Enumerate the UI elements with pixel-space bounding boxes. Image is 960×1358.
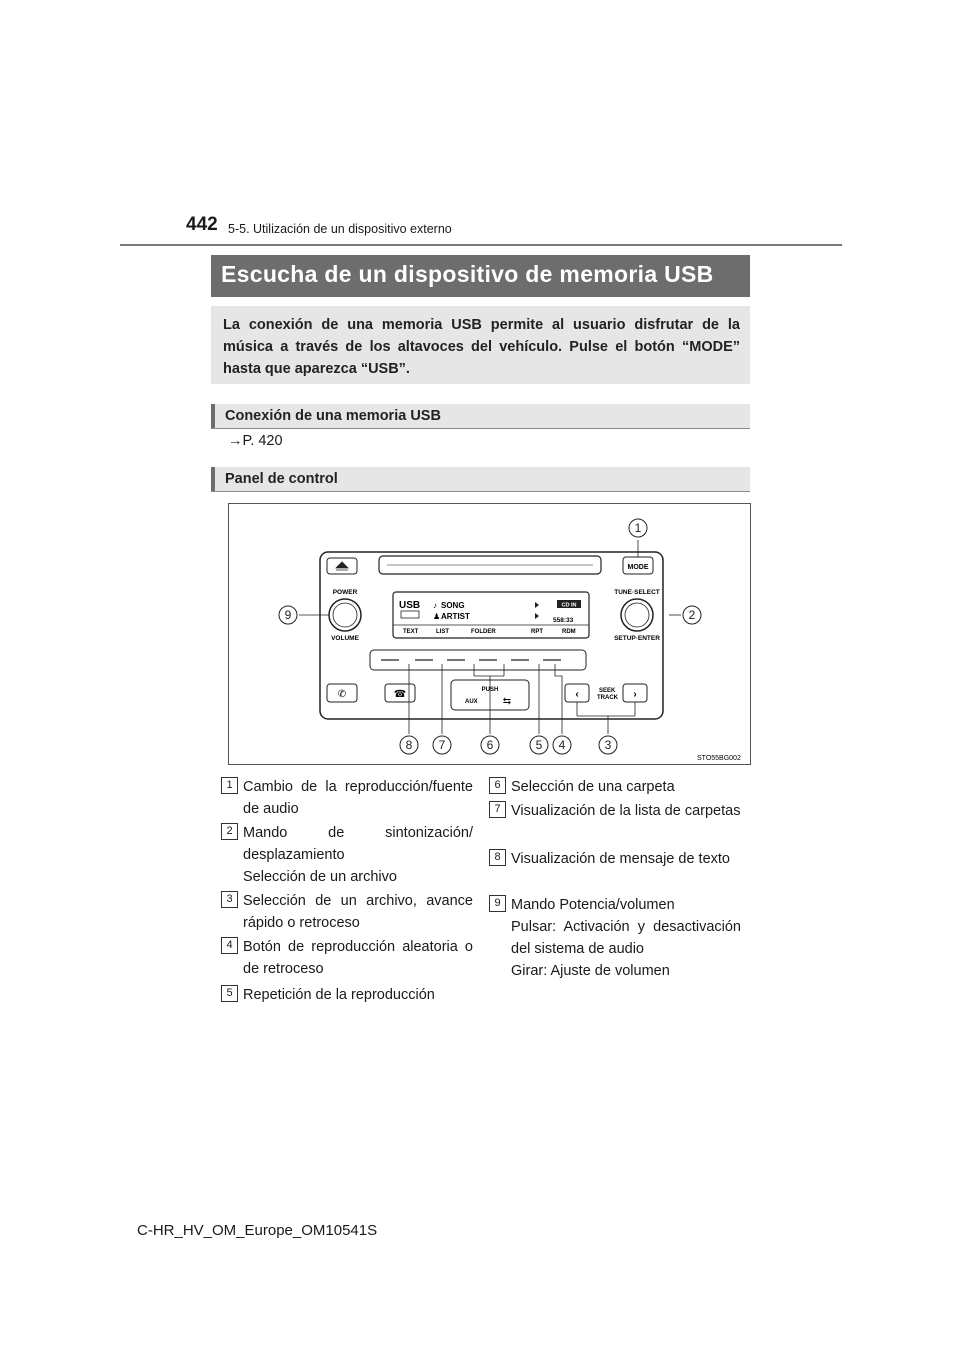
setup-enter-label: SETUP·ENTER: [614, 635, 660, 642]
page-title: Escucha de un dispositivo de memoria USB: [221, 261, 714, 287]
document-footer: C-HR_HV_OM_Europe_OM10541S: [137, 1222, 378, 1239]
softkey-bar: [369, 649, 587, 671]
legend-text: Mando Potencia/volumen Pulsar: Activació…: [511, 897, 741, 979]
display-rdm-tab: RDM: [562, 629, 576, 635]
svg-text:2: 2: [689, 608, 696, 622]
svg-text:8: 8: [406, 738, 413, 752]
leader-lines: [299, 540, 681, 734]
display-folder-tab: FOLDER: [471, 629, 496, 635]
display-list-tab: LIST: [436, 629, 449, 635]
display-artist: ARTIST: [441, 612, 470, 621]
section-title: 5-5. Utilización de un dispositivo exter…: [228, 222, 452, 236]
display-screen: [392, 591, 590, 639]
display-arrows: [535, 602, 539, 619]
svg-text:7: 7: [439, 738, 446, 752]
page-reference-link[interactable]: →P. 420: [228, 433, 283, 449]
display-song: SONG: [441, 601, 465, 610]
svg-text:6: 6: [487, 738, 494, 752]
subsection-heading-text: Conexión de una memoria USB: [225, 408, 441, 424]
legend-text: Repetición de la reproducción: [243, 987, 435, 1003]
callout-1: [628, 518, 648, 538]
usb-port-icon: ⇆: [503, 696, 511, 707]
callout-9: [278, 605, 298, 625]
legend-number: 6: [489, 777, 506, 794]
display-text-tab: TEXT: [403, 629, 419, 635]
callout-8: [399, 735, 419, 755]
phone-hangup-button: [384, 683, 416, 703]
callout-5: [529, 735, 549, 755]
hangup-icon: ☎: [394, 689, 406, 700]
legend-text: Selección de una carpeta: [511, 779, 675, 795]
legend-text: Botón de reproducción aleatoria o de ret…: [243, 939, 473, 977]
legend-number: 7: [489, 801, 506, 818]
svg-text:5: 5: [536, 738, 543, 752]
callout-7: [432, 735, 452, 755]
callout-2: [682, 605, 702, 625]
song-note-icon: ♪: [433, 601, 437, 610]
header-divider: [120, 244, 842, 246]
chevron-right-icon: ›: [633, 689, 636, 700]
legend-number: 1: [221, 777, 238, 794]
mode-label: MODE: [628, 564, 649, 571]
legend-text: Cambio de la reproducción/fuente de audi…: [243, 779, 473, 817]
phone-pickup-button: [326, 683, 358, 703]
legend-text: Visualización de mensaje de texto: [511, 851, 730, 867]
svg-text:1: 1: [635, 521, 642, 535]
control-panel-figure: MODE POWER VOLUME TUNE·SELECT SETUP·ENTE…: [228, 503, 751, 765]
callout-4: [552, 735, 572, 755]
callout-3: [598, 735, 618, 755]
legend-number: 3: [221, 891, 238, 908]
legend-number: 5: [221, 985, 238, 1002]
legend-text: Selección de un archivo, avance rápido o…: [243, 893, 473, 931]
artist-icon: ♟: [433, 612, 440, 621]
aux-label: AUX: [465, 699, 478, 705]
subsection-heading-usb-connection: Conexión de una memoria USB: [211, 404, 750, 429]
callout-6: [480, 735, 500, 755]
figure-code: STO55BG002: [697, 755, 741, 762]
page-number: 442: [186, 214, 218, 235]
intro-box: La conexión de una memoria USB permite a…: [211, 306, 750, 384]
seek-label: SEEK: [599, 688, 616, 694]
legend-number: 4: [221, 937, 238, 954]
svg-text:3: 3: [605, 738, 612, 752]
display-time: 558:33: [553, 617, 574, 624]
legend-number: 2: [221, 823, 238, 840]
tune-select-label: TUNE·SELECT: [614, 589, 660, 596]
legend-text: Visualización de la lista de carpetas: [511, 803, 741, 819]
usb-device-icon: [400, 610, 420, 619]
cd-in-label: CD IN: [562, 603, 577, 609]
intro-text: La conexión de una memoria USB permite a…: [223, 317, 740, 377]
phone-icon: ✆: [338, 689, 346, 700]
volume-label: VOLUME: [331, 635, 359, 642]
eject-icon: [335, 561, 349, 571]
svg-text:4: 4: [559, 738, 566, 752]
legend-text: Mando de sintonización/ desplazamiento S…: [243, 825, 473, 885]
display-rpt-tab: RPT: [531, 629, 543, 635]
power-volume-knob: [328, 598, 362, 632]
svg-text:9: 9: [285, 608, 292, 622]
track-label: TRACK: [597, 695, 619, 701]
power-label: POWER: [333, 589, 358, 596]
chevron-left-icon: ‹: [575, 689, 578, 700]
subsection-heading-control-panel: Panel de control: [211, 467, 750, 492]
legend-number: 8: [489, 849, 506, 866]
cd-in-badge: [557, 600, 581, 608]
tune-select-knob: [620, 598, 654, 632]
page-title-bar: Escucha de un dispositivo de memoria USB: [211, 255, 750, 297]
display-usb: USB: [399, 600, 420, 611]
control-panel-illustration: MODE POWER VOLUME TUNE·SELECT SETUP·ENTE…: [278, 518, 741, 762]
legend-number: 9: [489, 895, 506, 912]
callouts: 1 2 3 4 5 6 7 8 9: [278, 518, 702, 755]
subsection-heading-text: Panel de control: [225, 471, 338, 487]
